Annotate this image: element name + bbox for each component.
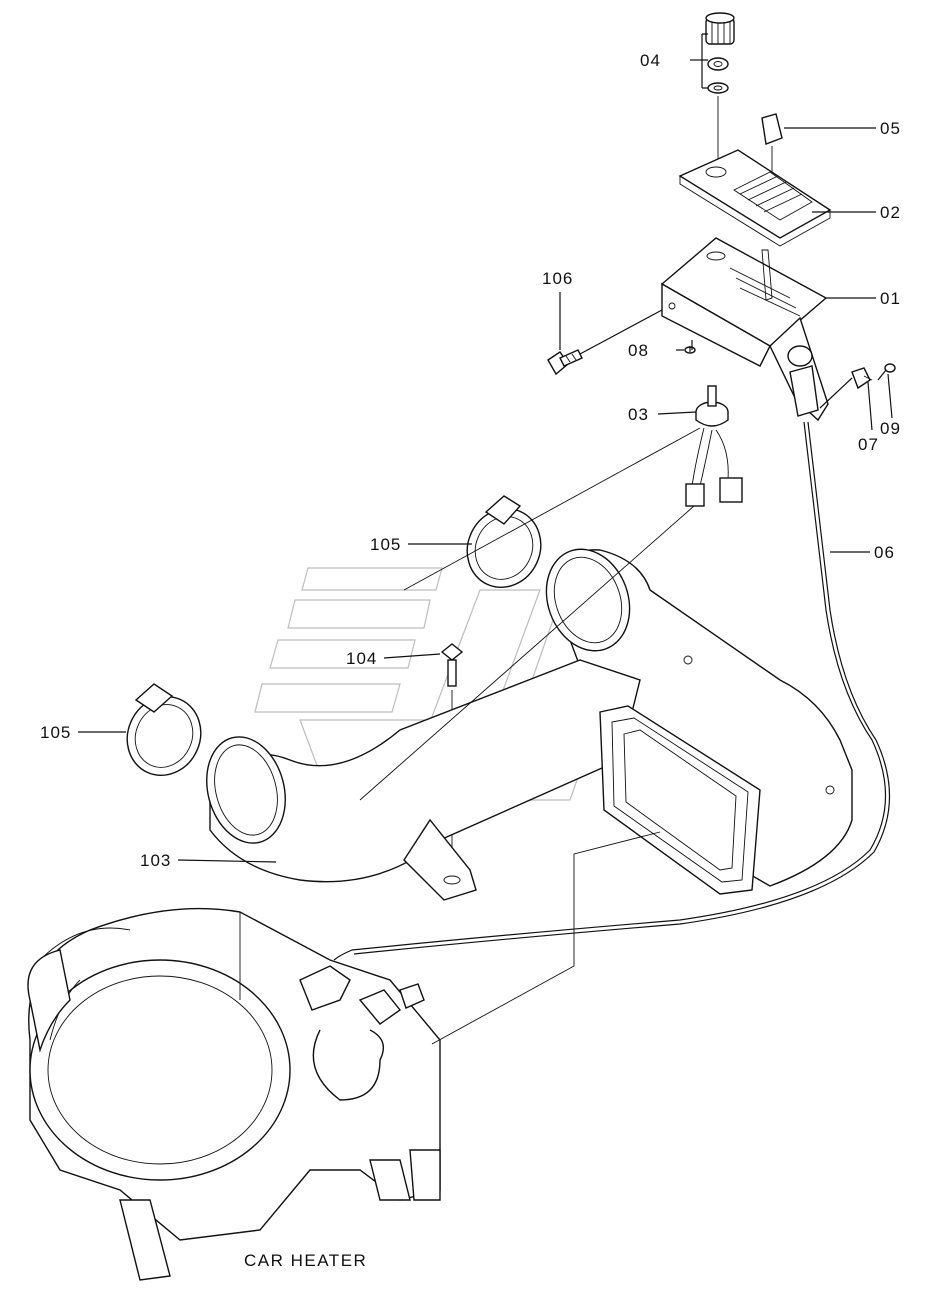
bracket (660, 237, 829, 422)
bolt-106 (547, 349, 583, 376)
callout-03: 03 (628, 405, 649, 424)
callout-104: 104 (346, 649, 377, 668)
callout-04: 04 (640, 51, 661, 70)
callout-01: 01 (880, 289, 901, 308)
callout-106: 106 (542, 269, 573, 288)
callout-07: 07 (858, 435, 879, 454)
callout-09: 09 (880, 419, 901, 438)
callout-08: 08 (628, 341, 649, 360)
hose-clamp-upper (466, 495, 542, 589)
callout-105-lower: 105 (40, 723, 71, 742)
callout-105-upper: 105 (370, 535, 401, 554)
heater-unit (27, 907, 441, 1281)
screw-08 (684, 340, 696, 354)
control-cable (333, 421, 891, 961)
callout-02: 02 (880, 203, 901, 222)
screw-09 (877, 363, 896, 381)
clip-07 (851, 367, 873, 390)
callout-06: 06 (874, 543, 895, 562)
switch (685, 385, 743, 507)
control-panel-plate (678, 149, 832, 247)
callout-103: 103 (140, 851, 171, 870)
leader-lines (78, 33, 893, 1045)
callout-05: 05 (880, 119, 901, 138)
air-duct (206, 548, 853, 901)
hose-clamp-lower (126, 683, 202, 777)
callout-labels: 04 05 02 01 106 08 03 07 09 06 105 104 1… (40, 51, 901, 870)
diagram-caption: CAR HEATER (244, 1251, 367, 1270)
knob-assembly (705, 12, 735, 160)
